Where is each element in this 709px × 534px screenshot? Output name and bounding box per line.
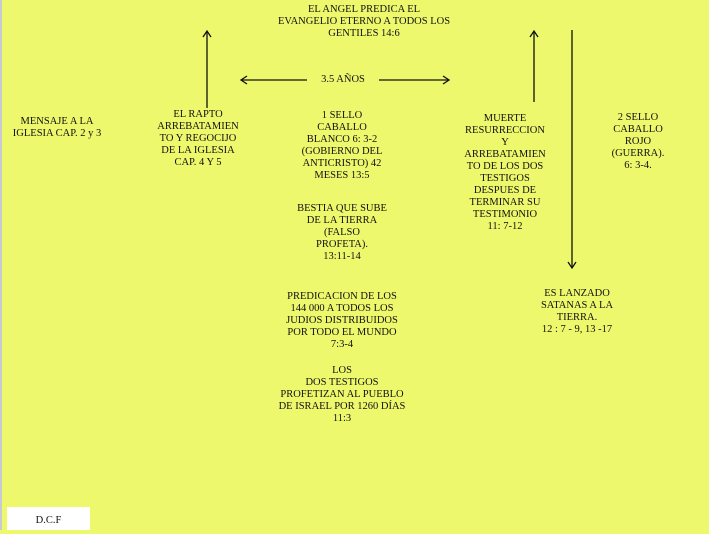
bestia-text: BESTIA QUE SUBE DE LA TIERRA (FALSO PROF… — [297, 203, 387, 262]
lanzado-text: ES LANZADO SATANAS A LA TIERRA. 12 : 7 -… — [540, 288, 614, 335]
predicacion-text: PREDICACION DE LOS 144 000 A TODOS LOS J… — [286, 291, 398, 350]
arrow-down-lanzado — [567, 30, 577, 270]
arrow-up-muerte — [529, 29, 539, 102]
muerte-text: MUERTE RESURRECCION Y ARREBATAMIEN TO DE… — [464, 113, 546, 232]
rapto-text: EL RAPTO ARREBATAMIEN TO Y REGOCIJO DE L… — [157, 109, 239, 168]
angel-title: EL ANGEL PREDICA EL EVANGELIO ETERNO A T… — [277, 4, 451, 39]
arrow-up-rapto — [202, 29, 212, 108]
arrow-right-period — [379, 75, 451, 85]
period-label: 3.5 AÑOS — [321, 74, 365, 85]
left-edge — [0, 0, 2, 530]
mensaje-text: MENSAJE A LA IGLESIA CAP. 2 y 3 — [12, 116, 102, 139]
footer-label: D.C.F — [7, 507, 90, 530]
testigos-text: LOS DOS TESTIGOS PROFETIZAN AL PUEBLO DE… — [278, 365, 406, 424]
sello2-text: 2 SELLO CABALLO ROJO (GUERRA). 6: 3-4. — [611, 112, 665, 171]
arrow-left-period — [239, 75, 307, 85]
sello1-text: 1 SELLO CABALLO BLANCO 6: 3-2 (GOBIERNO … — [301, 110, 383, 181]
